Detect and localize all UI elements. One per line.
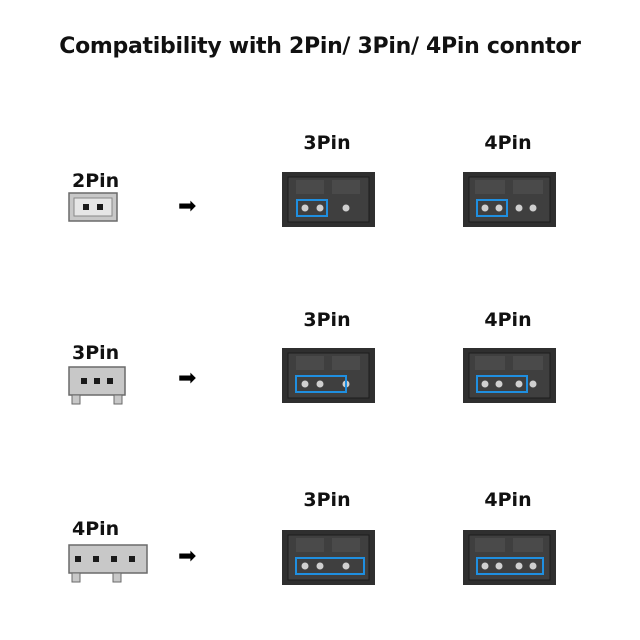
source-label-3pin: 3Pin [72, 342, 120, 364]
right-arrow-icon: ➡ [178, 544, 197, 569]
highlight-frame [476, 557, 544, 575]
header-3pin-icon [282, 172, 375, 227]
highlight-frame [295, 557, 365, 575]
target-label-3pin: 3Pin [303, 489, 351, 511]
target-label-3pin: 3Pin [303, 132, 351, 154]
target-label-4pin: 4Pin [484, 489, 532, 511]
highlight-frame [296, 199, 328, 217]
target-label-3pin: 3Pin [303, 309, 351, 331]
plug-2pin-icon [68, 192, 118, 222]
header-3pin-icon [282, 348, 375, 403]
target-label-4pin: 4Pin [484, 309, 532, 331]
plug-3pin-icon [68, 366, 126, 405]
header-3pin-icon [282, 530, 375, 585]
highlight-frame [476, 199, 508, 217]
page-title: Compatibility with 2Pin/ 3Pin/ 4Pin conn… [59, 34, 581, 59]
header-4pin-icon [463, 172, 556, 227]
right-arrow-icon: ➡ [178, 194, 197, 219]
plug-4pin-icon [68, 544, 148, 583]
target-label-4pin: 4Pin [484, 132, 532, 154]
right-arrow-icon: ➡ [178, 366, 197, 391]
highlight-frame [476, 375, 528, 393]
highlight-frame [295, 375, 347, 393]
source-label-2pin: 2Pin [72, 170, 120, 192]
header-4pin-icon [463, 348, 556, 403]
source-label-4pin: 4Pin [72, 518, 120, 540]
header-4pin-icon [463, 530, 556, 585]
